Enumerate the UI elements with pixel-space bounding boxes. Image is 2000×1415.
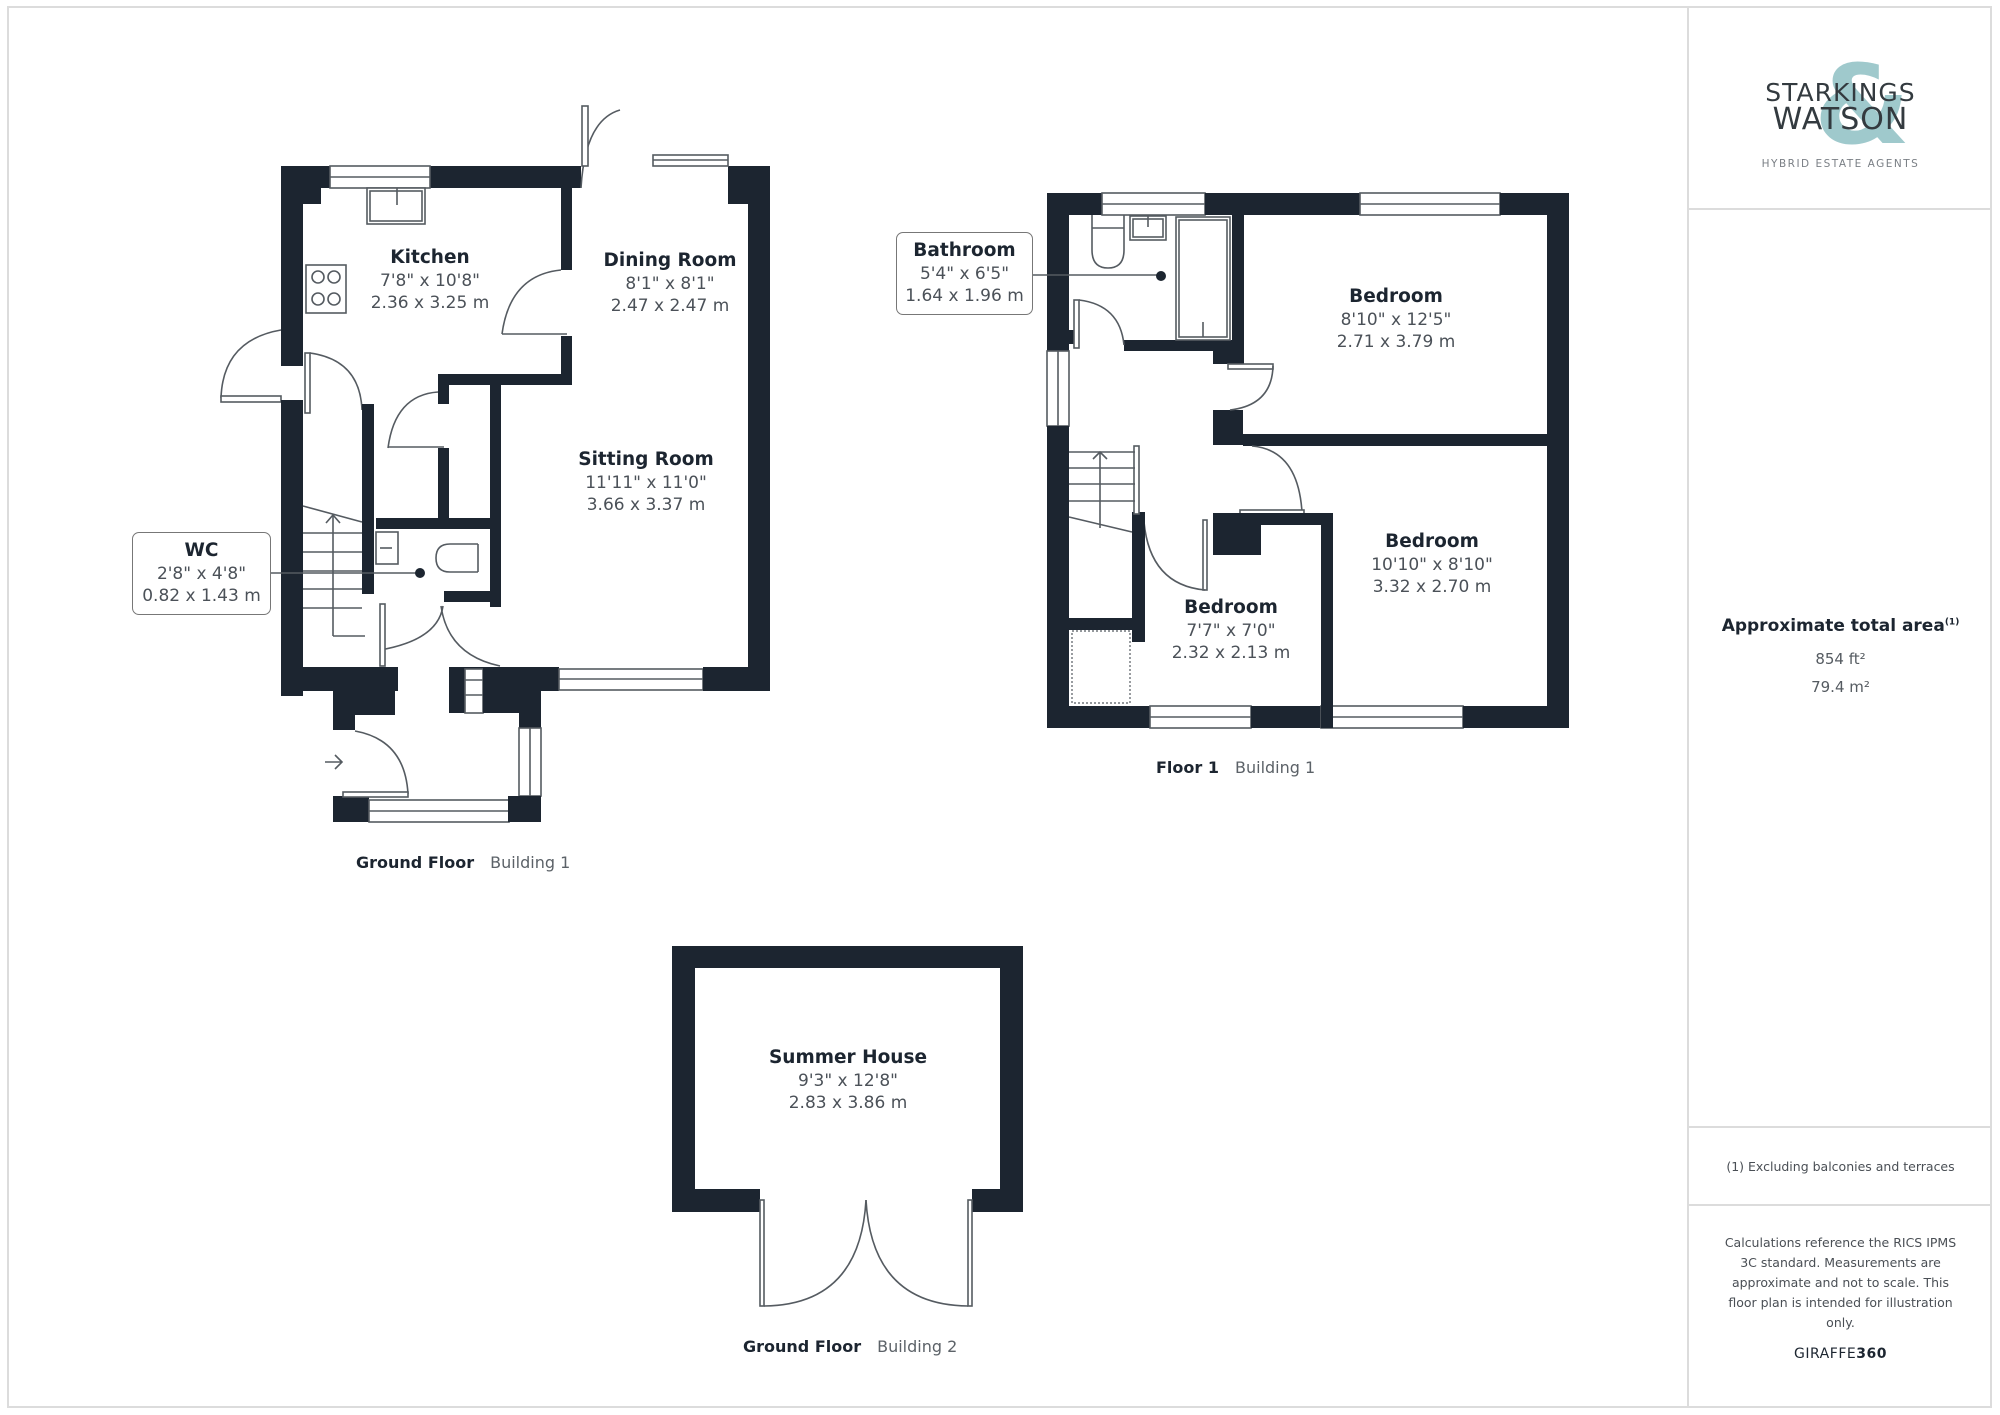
room-dimensions-metric: 2.71 x 3.79 m xyxy=(1336,332,1456,352)
room-name: Sitting Room xyxy=(578,449,714,470)
room-label-bedroom-3: Bedroom 7'7" x 7'0" 2.32 x 2.13 m xyxy=(1172,596,1291,664)
room-dimensions-metric: 2.32 x 2.13 m xyxy=(1171,643,1291,663)
logo-name-line1: STARKINGS xyxy=(1765,78,1916,107)
room-dimensions-metric: 3.66 x 3.37 m xyxy=(586,495,706,515)
total-area-sqft: 854 ft² xyxy=(1815,650,1866,668)
footnote-marker: (1) xyxy=(1944,617,1960,628)
footnote-text: (1) Excluding balconies and terraces xyxy=(1726,1159,1955,1174)
agent-logo: & STARKINGS WATSON HYBRID ESTATE AGENTS xyxy=(1689,6,1992,210)
provider-logo: GIRAFFE360 xyxy=(1689,1346,1992,1362)
room-name: WC xyxy=(184,540,219,561)
room-name: Bedroom xyxy=(1184,597,1278,618)
room-dimensions-metric: 2.47 x 2.47 m xyxy=(610,296,730,316)
provider-name-bold: 360 xyxy=(1856,1346,1887,1362)
floor-name: Floor 1 xyxy=(1156,758,1219,777)
room-name: Bathroom xyxy=(913,240,1016,261)
room-callout-bathroom: Bathroom 5'4" x 6'5" 1.64 x 1.96 m xyxy=(896,232,1033,315)
room-dimensions-metric: 2.83 x 3.86 m xyxy=(788,1093,908,1113)
logo-name-line2: WATSON xyxy=(1772,102,1909,137)
floor-caption-ground-building-1: Ground Floor Building 1 xyxy=(356,853,570,872)
ground-floor-building-2-plan xyxy=(672,946,1023,1307)
room-name: Bedroom xyxy=(1349,286,1443,307)
room-label-kitchen: Kitchen 7'8" x 10'8" 2.36 x 3.25 m xyxy=(371,246,490,314)
page-frame xyxy=(7,6,1992,1408)
room-dimensions-metric: 3.32 x 2.70 m xyxy=(1372,577,1492,597)
disclaimer-section: Calculations reference the RICS IPMS 3C … xyxy=(1689,1206,1992,1414)
room-name: Dining Room xyxy=(603,250,737,271)
floor-caption-ground-building-2: Ground Floor Building 2 xyxy=(743,1337,957,1356)
room-name: Kitchen xyxy=(390,247,470,268)
total-area-section: Approximate total area(1) 854 ft² 79.4 m… xyxy=(1689,210,1992,1128)
room-dimensions-metric: 2.36 x 3.25 m xyxy=(370,293,490,313)
total-area-title: Approximate total area(1) xyxy=(1689,616,1992,636)
room-dimensions-imperial: 7'7" x 7'0" xyxy=(1186,621,1276,641)
room-dimensions-imperial: 9'3" x 12'8" xyxy=(798,1071,898,1091)
room-dimensions-imperial: 7'8" x 10'8" xyxy=(380,271,480,291)
room-name: Summer House xyxy=(768,1047,928,1068)
provider-name-light: GIRAFFE xyxy=(1794,1346,1857,1362)
room-dimensions-imperial: 8'1" x 8'1" xyxy=(625,274,715,294)
building-name: Building 2 xyxy=(877,1337,958,1356)
room-dimensions-imperial: 8'10" x 12'5" xyxy=(1340,310,1452,330)
room-dimensions-metric: 0.82 x 1.43 m xyxy=(142,586,261,606)
info-sidebar: & STARKINGS WATSON HYBRID ESTATE AGENTS … xyxy=(1687,6,1992,1408)
floor-1-building-1-plan xyxy=(1033,192,1569,729)
ground-floor-building-1-plan xyxy=(220,105,770,823)
building-name: Building 1 xyxy=(1235,758,1316,777)
logo-tagline: HYBRID ESTATE AGENTS xyxy=(1761,158,1920,170)
total-area-sqm: 79.4 m² xyxy=(1811,678,1870,696)
disclaimer-text: Calculations reference the RICS IPMS 3C … xyxy=(1724,1235,1957,1330)
building-name: Building 1 xyxy=(490,853,571,872)
room-callout-wc: WC 2'8" x 4'8" 0.82 x 1.43 m xyxy=(132,532,271,615)
room-name: Bedroom xyxy=(1385,531,1479,552)
room-dimensions-imperial: 10'10" x 8'10" xyxy=(1371,555,1493,575)
floor-name: Ground Floor xyxy=(743,1337,862,1356)
room-dimensions-metric: 1.64 x 1.96 m xyxy=(905,286,1024,306)
room-label-bedroom-1: Bedroom 8'10" x 12'5" 2.71 x 3.79 m xyxy=(1337,285,1456,353)
logo-ampersand: & xyxy=(1814,41,1910,169)
floor-caption-floor-1-building-1: Floor 1 Building 1 xyxy=(1156,758,1315,777)
floor-plan-drawing: .w { fill:#1c2530; } .ln { fill:none; st… xyxy=(220,105,1569,1307)
room-dimensions-imperial: 11'11" x 11'0" xyxy=(585,473,707,493)
room-label-sitting-room: Sitting Room 11'11" x 11'0" 3.66 x 3.37 … xyxy=(578,448,714,516)
footnote-section: (1) Excluding balconies and terraces xyxy=(1689,1128,1992,1206)
room-label-dining-room: Dining Room 8'1" x 8'1" 2.47 x 2.47 m xyxy=(603,249,736,317)
floor-name: Ground Floor xyxy=(356,853,475,872)
room-label-bedroom-2: Bedroom 10'10" x 8'10" 3.32 x 2.70 m xyxy=(1371,530,1493,598)
room-dimensions-imperial: 5'4" x 6'5" xyxy=(919,264,1010,284)
room-dimensions-imperial: 2'8" x 4'8" xyxy=(156,564,247,584)
room-label-summer-house: Summer House 9'3" x 12'8" 2.83 x 3.86 m xyxy=(769,1046,927,1114)
total-area-label: Approximate total area xyxy=(1721,616,1945,636)
